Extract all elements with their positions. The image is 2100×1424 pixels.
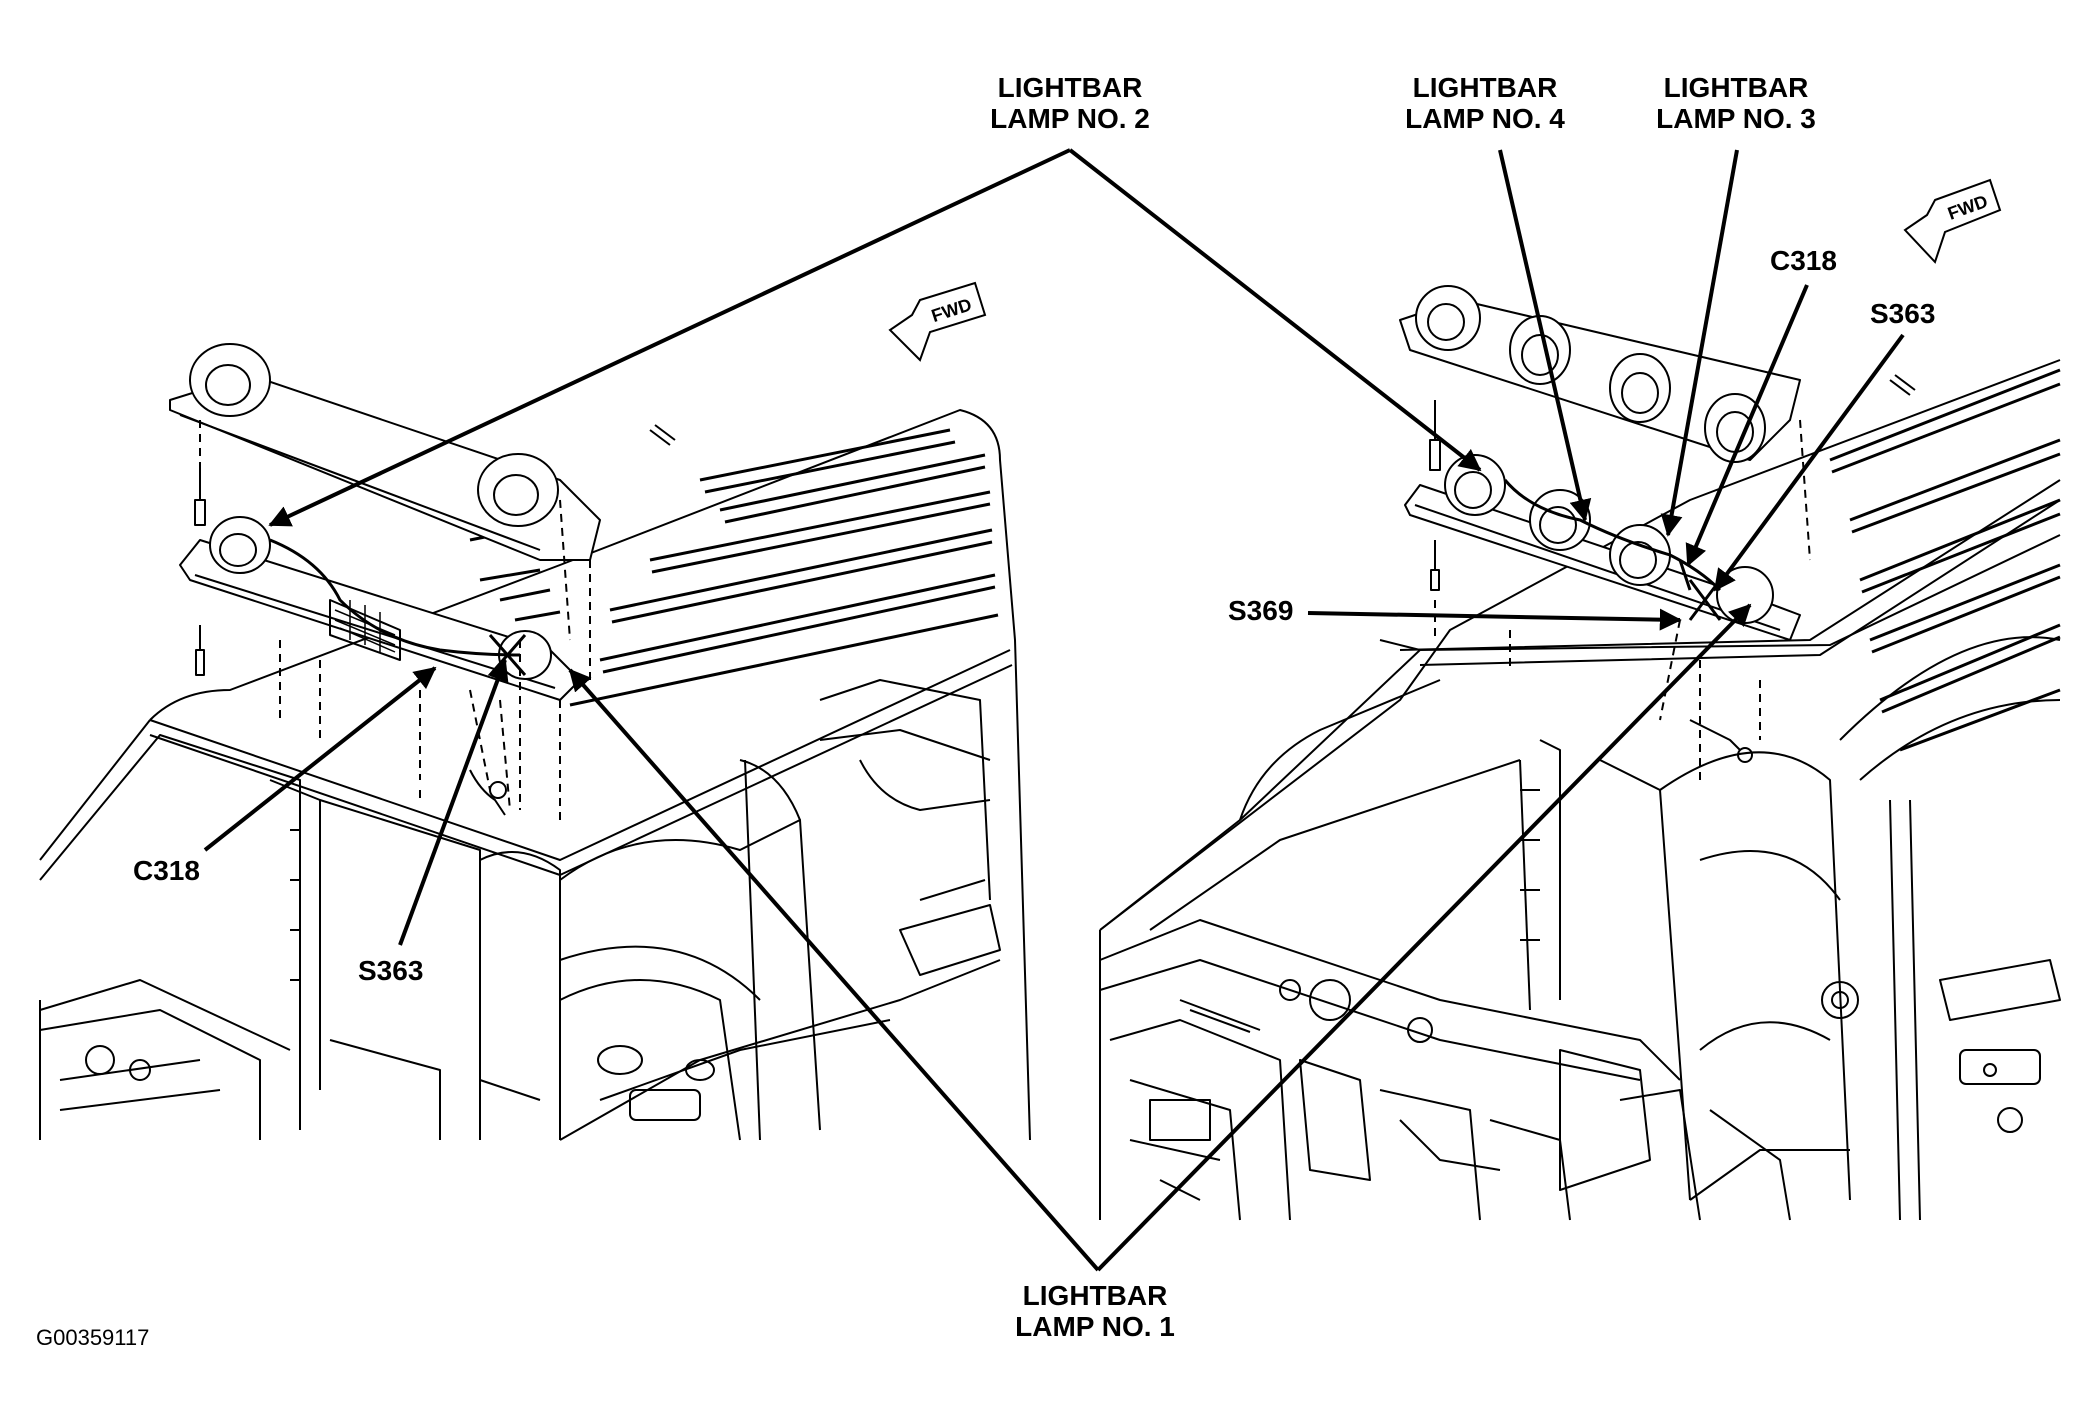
leader-lamp3 [1660,149,1739,537]
callout-lamp2: LIGHTBAR LAMP NO. 2 [985,72,1155,134]
right-lightbar-assembly [1399,285,1916,780]
callout-c318-left: C318 [133,855,200,886]
leader-c318-left [203,666,437,852]
callout-lamp2-line2: LAMP NO. 2 [990,103,1150,134]
callout-lamp4-line1: LIGHTBAR [1412,72,1558,103]
leader-s363-right [1713,333,1905,592]
right-vehicle-view [1099,359,2061,1221]
right-fwd-arrow-icon: FWD [1903,178,2002,264]
callout-s369: S369 [1228,595,1294,626]
left-lightbar-assembly [169,343,676,820]
callout-lamp1-line2: LAMP NO. 1 [1015,1311,1175,1342]
leader-lamp1-left [568,668,1100,1272]
callout-lamp1-line1: LIGHTBAR [1022,1280,1168,1311]
callout-lamp3-line2: LAMP NO. 3 [1656,103,1816,134]
callout-lamp4-line2: LAMP NO. 4 [1405,103,1565,134]
leader-lines [203,148,1905,1272]
left-vehicle-view [39,409,1031,1141]
leader-c318-right [1685,284,1809,567]
callout-s363-left: S363 [358,955,424,986]
leader-lamp4 [1498,149,1592,522]
left-fwd-arrow-icon: FWD [888,281,987,362]
leader-s363-left [398,658,509,946]
callout-lamp2-line1: LIGHTBAR [997,72,1143,103]
callout-lamp4: LIGHTBAR LAMP NO. 4 [1400,72,1570,134]
leader-s369 [1307,608,1682,631]
callout-c318-right: C318 [1770,245,1837,276]
figure-id: G00359117 [36,1325,150,1350]
leader-lamp2-left [268,148,1071,527]
leader-lamp2-right [1068,148,1482,472]
leader-lamp1-right [1096,603,1752,1272]
callout-s363-right: S363 [1870,298,1936,329]
callout-lamp1: LIGHTBAR LAMP NO. 1 [1000,1280,1190,1342]
callout-lamp3: LIGHTBAR LAMP NO. 3 [1651,72,1821,134]
callout-lamp3-line1: LIGHTBAR [1663,72,1809,103]
